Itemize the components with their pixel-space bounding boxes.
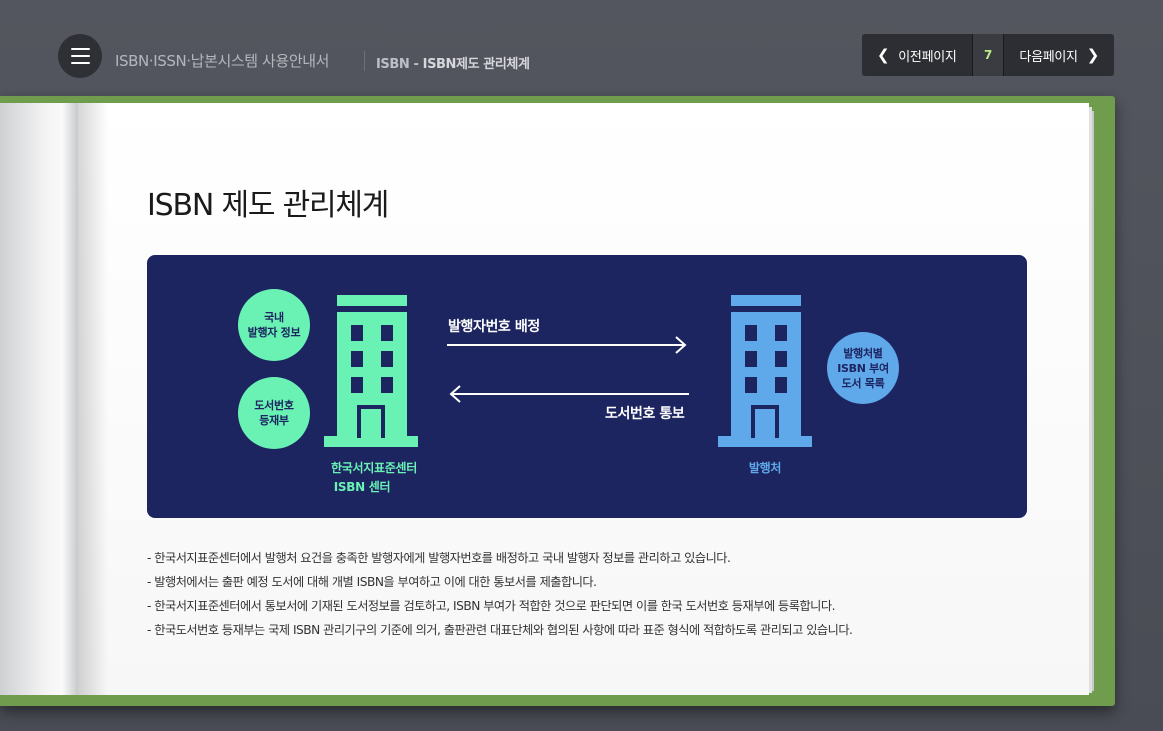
circle-label: 국내 발행자 정보 [247,311,301,339]
circle-label: 도서번호 등재부 [254,399,294,427]
next-page-button[interactable]: 다음페이지 ❯ [1004,34,1114,76]
breadcrumb-current: ISBN제도 관리체계 [422,57,530,72]
app-title: ISBN·ISSN·납본시스템 사용안내서 [115,52,330,70]
note-item: - 발행처에서는 출판 예정 도서에 대해 개별 ISBN을 부여하고 이에 대… [147,575,597,589]
page-number: 7 [971,34,1005,76]
diagram-panel: 국내 발행자 정보 도서번호 등재부 한국서지표준센터 ISBN 센터 발행자번… [147,255,1027,518]
menu-button[interactable] [58,34,102,78]
isbn-center-label-line2: ISBN 센터 [333,480,391,494]
chevron-left-icon: ❮ [876,46,890,64]
page-edge [1092,111,1094,691]
note-item: - 한국도서번호 등재부는 국제 ISBN 관리기구의 기준에 의거, 출판관련… [147,623,853,637]
page-title: ISBN 제도 관리체계 [147,188,389,223]
breadcrumb-separator: - [409,57,423,72]
domestic-publisher-info-circle: 국내 발행자 정보 [238,289,310,361]
book-left-page [0,103,78,695]
header-divider [364,51,365,71]
note-item: - 한국서지표준센터에서 발행처 요건을 충족한 발행자에게 발행자번호를 배정… [147,551,731,565]
menu-icon-bar [70,55,90,57]
note-item: - 한국서지표준센터에서 통보서에 기재된 도서정보를 검토하고, ISBN 부… [147,599,835,613]
next-page-label: 다음페이지 [1019,49,1078,65]
arrow-right-icon [447,336,687,354]
book-number-registry-circle: 도서번호 등재부 [238,377,310,449]
arrow-left-icon [449,385,689,403]
chevron-right-icon: ❯ [1086,46,1100,64]
prev-page-button[interactable]: ❮ 이전페이지 [862,34,972,76]
breadcrumb-section: ISBN [376,57,410,72]
prev-page-label: 이전페이지 [898,49,957,65]
isbn-center-label-line1: 한국서지표준센터 [331,461,417,475]
arrow-right-label: 발행자번호 배정 [448,319,540,335]
notes-list: - 한국서지표준센터에서 발행처 요건을 충족한 발행자에게 발행자번호를 배정… [147,546,853,642]
building-icon [324,295,418,447]
publisher-isbn-list-circle: 발행처별 ISBN 부여 도서 목록 [827,332,899,404]
breadcrumb: ISBN - ISBN제도 관리체계 [376,53,530,72]
circle-label: 발행처별 ISBN 부여 도서 목록 [837,346,889,390]
publisher-label: 발행처 [748,461,782,475]
isbn-center-label: 한국서지표준센터 ISBN 센터 [323,459,425,497]
menu-icon-bar [70,48,90,50]
pager: ❮ 이전페이지 7 다음페이지 ❯ [862,34,1114,76]
page-edge [1089,107,1092,693]
arrow-left-label: 도서번호 통보 [605,406,685,422]
building-icon [718,295,812,447]
book-gutter-shadow [78,103,108,695]
menu-icon-bar [70,62,90,64]
